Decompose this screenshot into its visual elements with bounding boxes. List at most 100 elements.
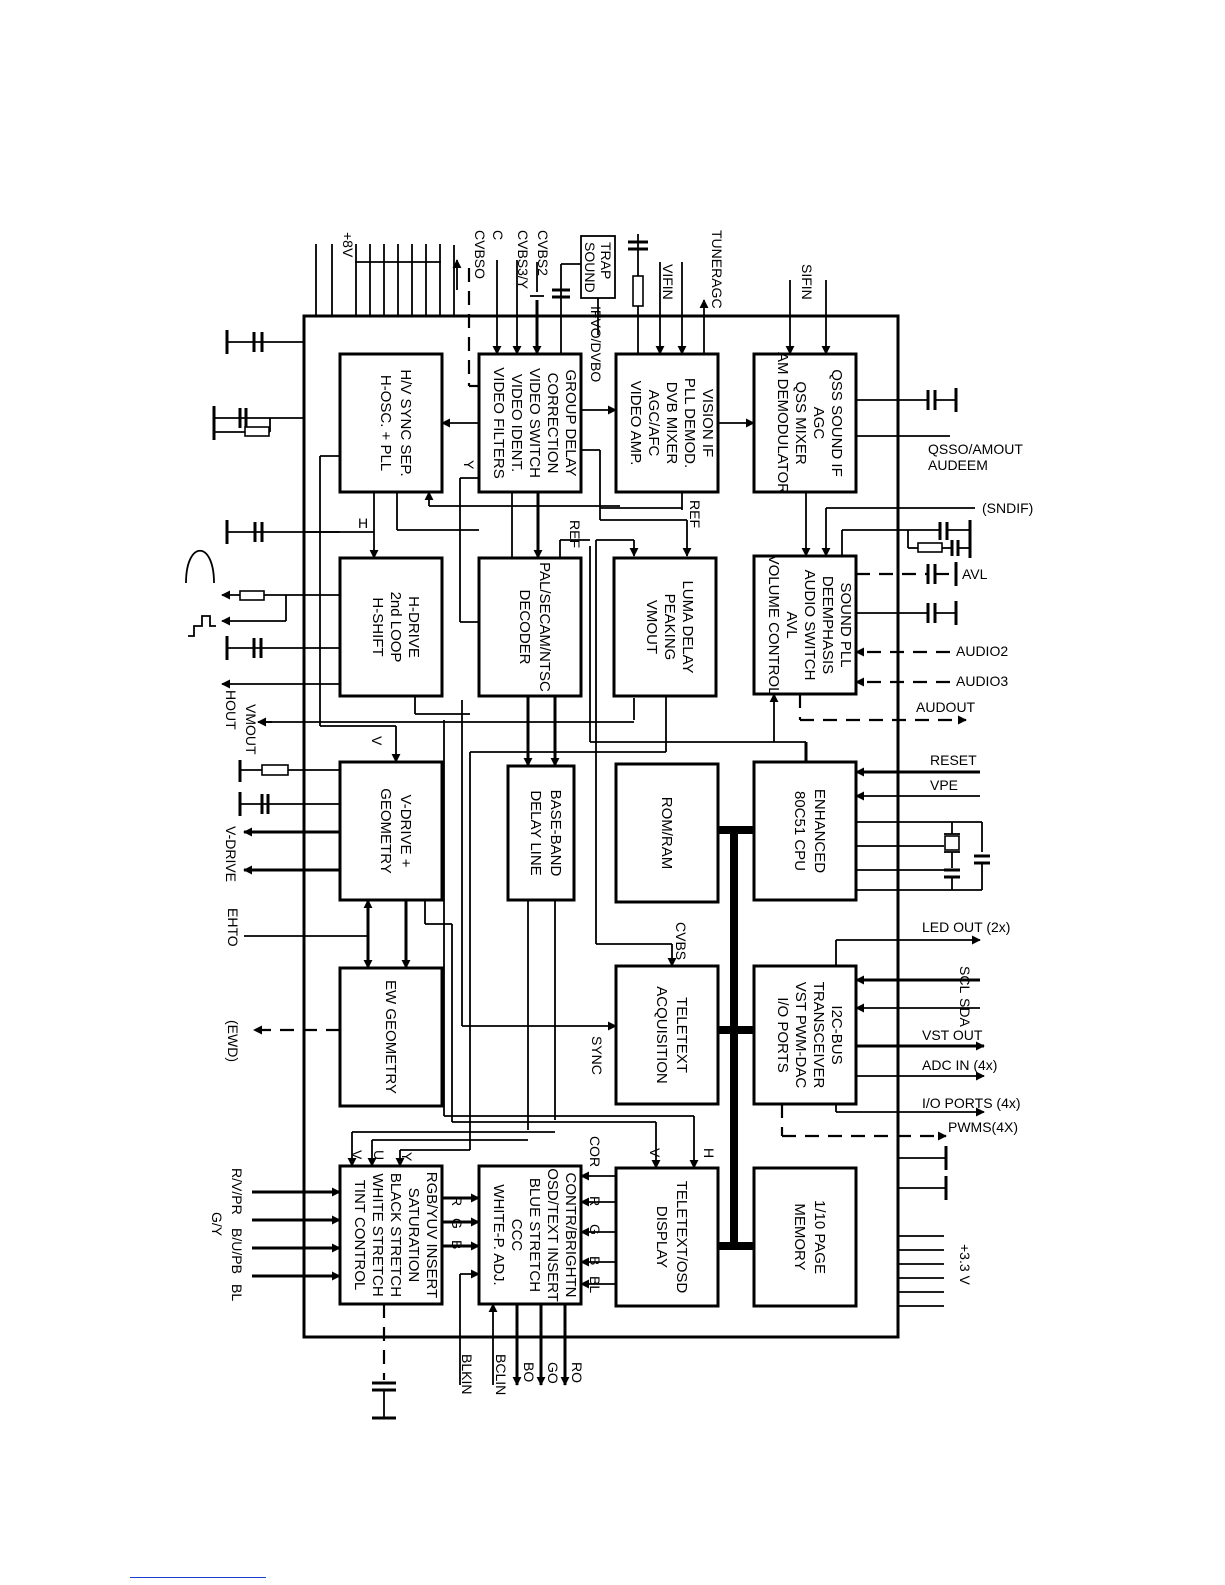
pin-vst-out: VST OUT (922, 1027, 983, 1043)
svg-text:SOUND PLL: SOUND PLL (837, 582, 854, 667)
pin-cvbso: CVBSO (472, 230, 488, 279)
svg-text:PEAKING: PEAKING (661, 594, 678, 661)
pin-sda: SDA (957, 998, 973, 1027)
svg-text:DELAY LINE: DELAY LINE (527, 790, 544, 875)
svg-text:H-SHIFT: H-SHIFT (369, 597, 386, 656)
pin-audio2: AUDIO2 (956, 643, 1008, 659)
pin-reset: RESET (930, 752, 977, 768)
svg-text:BASE-BAND: BASE-BAND (547, 790, 564, 877)
svg-text:DEEMPHASIS: DEEMPHASIS (819, 576, 836, 674)
svg-text:AGC/AFC: AGC/AFC (645, 390, 662, 457)
svg-text:TELETEXT/OSD: TELETEXT/OSD (673, 1181, 690, 1294)
svg-text:R: R (587, 1196, 603, 1206)
pin-ifvo: IFVO/DVBO (588, 306, 604, 382)
block-sound-pll: SOUND PLL DEEMPHASIS AUDIO SWITCH AVL VO… (752, 554, 858, 696)
pin-c: C (490, 230, 506, 240)
svg-text:GEOMETRY: GEOMETRY (377, 788, 394, 874)
svg-text:QSS MIXER: QSS MIXER (792, 381, 809, 465)
internal-wiring (304, 405, 811, 1386)
pin-bclin: BCLIN (493, 1354, 509, 1395)
svg-text:CORRECTION: CORRECTION (544, 373, 561, 474)
block-teletext-acquisition: TELETEXT ACQUISITION (614, 964, 720, 1106)
svg-text:DVB MIXER: DVB MIXER (663, 382, 680, 465)
svg-text:BLACK STRETCH: BLACK STRETCH (387, 1173, 404, 1297)
svg-text:TRANSCEIVER: TRANSCEIVER (810, 982, 827, 1089)
svg-text:V: V (647, 1148, 663, 1158)
svg-text:AGC: AGC (810, 407, 827, 440)
pin-avl: AVL (962, 566, 988, 582)
svg-text:SATURATION: SATURATION (405, 1188, 422, 1282)
svg-text:AM DEMODULATOR: AM DEMODULATOR (774, 352, 791, 494)
svg-text:ROM/RAM: ROM/RAM (658, 797, 675, 870)
pin-cvbs3y: CVBS3/Y (515, 230, 531, 290)
footer-link-underline[interactable] (130, 1577, 266, 1578)
pin-cvbs2: CVBS2 (535, 230, 551, 276)
block-baseband-delay: BASE-BAND DELAY LINE (506, 764, 576, 902)
block-rgb-yuv-insert: RGB/YUV INSERT SATURATION BLACK STRETCH … (338, 1164, 444, 1306)
svg-text:ACQUISITION: ACQUISITION (653, 986, 670, 1084)
svg-text:80C51 CPU: 80C51 CPU (791, 791, 808, 871)
signal-labels: REF REF H V Y CVBS SYNC COR V H V U Y R … (349, 460, 717, 1293)
svg-text:Y: Y (461, 460, 477, 470)
svg-text:Y: Y (399, 1152, 415, 1162)
svg-text:VST PWM-DAC: VST PWM-DAC (792, 982, 809, 1089)
svg-text:VOLUME CONTROL: VOLUME CONTROL (765, 555, 782, 696)
left-components (185, 330, 635, 1420)
svg-text:REF: REF (687, 500, 703, 528)
pin-blkin: BLKIN (459, 1354, 475, 1394)
svg-text:RGB/YUV INSERT: RGB/YUV INSERT (423, 1172, 440, 1298)
block-ew-geometry: EW GEOMETRY (338, 966, 444, 1108)
svg-text:WHITE-P. ADJ.: WHITE-P. ADJ. (490, 1184, 507, 1285)
block-qss-sound-if: QSS SOUND IF AGC QSS MIXER AM DEMODULATO… (752, 352, 858, 494)
svg-text:H: H (701, 1148, 717, 1158)
svg-text:GROUP DELAY: GROUP DELAY (562, 370, 579, 477)
pin-sifin: SIFIN (799, 264, 815, 300)
svg-text:H: H (358, 515, 368, 531)
svg-text:I2C-BUS: I2C-BUS (828, 1005, 845, 1064)
block-contr-brightn: CONTR/BRIGHTN OSD/TEXT INSERT BLUE STRET… (477, 1164, 583, 1306)
vision-if-input-network (628, 234, 709, 355)
svg-text:TELETEXT: TELETEXT (673, 997, 690, 1073)
svg-text:V: V (349, 1150, 365, 1160)
svg-text:PAL/SECAM/NTSC: PAL/SECAM/NTSC (536, 562, 553, 692)
pin-pwms: PWMS(4X) (948, 1119, 1018, 1135)
svg-text:REF: REF (567, 520, 583, 548)
block-teletext-osd: TELETEXT/OSD DISPLAY (614, 1166, 720, 1308)
svg-text:DISPLAY: DISPLAY (653, 1206, 670, 1268)
svg-text:V-DRIVE +: V-DRIVE + (397, 795, 414, 868)
pin-labels-top: +8V CVBSO C CVBS3/Y CVBS2 SOUND TRAP IFV… (340, 230, 815, 382)
svg-text:VISION IF: VISION IF (699, 389, 716, 457)
svg-text:AVL: AVL (783, 611, 800, 638)
block-cpu: ENHANCED 80C51 CPU (752, 760, 858, 902)
pin-gy: G/Y (209, 1212, 225, 1237)
svg-text:CCC: CCC (508, 1219, 525, 1252)
cpu-bus (718, 826, 754, 1250)
svg-text:ENHANCED: ENHANCED (811, 789, 828, 873)
svg-text:VIDEO FILTERS: VIDEO FILTERS (490, 367, 507, 478)
svg-text:DECODER: DECODER (516, 589, 533, 664)
pin-go: GO (545, 1362, 561, 1384)
pin-vmout: VMOUT (243, 704, 259, 755)
pin-vifin: VIFIN (660, 264, 676, 300)
svg-text:BLUE STRETCH: BLUE STRETCH (526, 1178, 543, 1292)
svg-text:CONTR/BRIGHTN: CONTR/BRIGHTN (562, 1173, 579, 1298)
block-v-drive: V-DRIVE + GEOMETRY (338, 760, 444, 902)
pin-adc-in: ADC IN (4x) (922, 1057, 997, 1073)
svg-text:BL: BL (587, 1276, 603, 1293)
svg-text:VMOUT: VMOUT (643, 600, 660, 654)
svg-text:PLL DEMOD.: PLL DEMOD. (681, 378, 698, 468)
block-page-memory: 1/10 PAGE MEMORY (752, 1166, 858, 1308)
block-decoder: PAL/SECAM/NTSC DECODER (477, 556, 583, 698)
svg-text:G: G (449, 1218, 465, 1229)
block-hv-sync: H/V SYNC SEP. H-OSC. + PLL (338, 352, 444, 494)
block-group-delay: GROUP DELAY CORRECTION VIDEO SWITCH VIDE… (477, 352, 583, 494)
svg-text:VIDEO AMP.: VIDEO AMP. (627, 381, 644, 466)
svg-text:U: U (371, 1150, 387, 1160)
pin-labels-bottom: RO GO BO BCLIN BLKIN (459, 1354, 585, 1395)
svg-text:LUMA DELAY: LUMA DELAY (679, 580, 696, 673)
pin-scl: SCL (957, 966, 973, 993)
pin-tuneragc: TUNERAGC (709, 230, 725, 309)
svg-text:QSS SOUND IF: QSS SOUND IF (828, 369, 845, 477)
block-h-drive: H-DRIVE 2nd LOOP H-SHIFT (338, 556, 444, 698)
svg-text:VIDEO IDENT.: VIDEO IDENT. (508, 374, 525, 472)
